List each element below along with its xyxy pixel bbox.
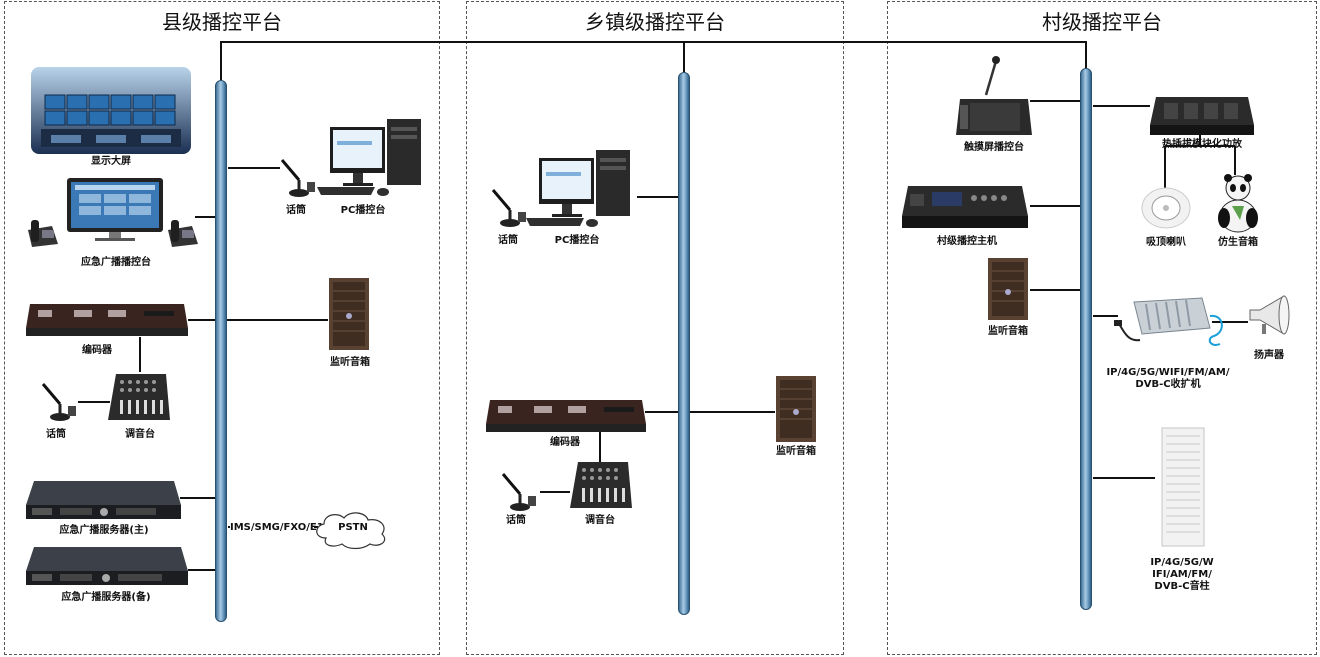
county-bus (215, 80, 227, 622)
server-backup-label: 应急广播服务器(备) (61, 592, 151, 603)
village-monitor-speaker-label: 监听音箱 (988, 326, 1028, 337)
town-mixer-icon (570, 462, 632, 508)
town-panel-title: 乡镇级播控平台 (585, 10, 725, 34)
county-mixer-label: 调音台 (125, 429, 155, 440)
amplifier-label: 热插拔模块化功放 (1162, 139, 1242, 150)
display-wall-image (31, 67, 191, 154)
phone-right-icon (168, 220, 198, 247)
village-monitor-speaker-icon (988, 258, 1028, 320)
receiver-icon (1114, 297, 1223, 346)
gateway-label: IMS/SMG/FXO/E1 (230, 521, 324, 534)
town-monitor-speaker-label: 监听音箱 (776, 446, 816, 457)
horn-speaker-icon (1249, 295, 1290, 335)
pstn-label: PSTN (338, 522, 368, 533)
village-bus (1080, 68, 1092, 610)
display-wall-label: 显示大屏 (91, 156, 131, 167)
county-mixer-icon (108, 374, 170, 420)
column-speaker-label-line1: IP/4G/5G/W (1150, 557, 1214, 568)
town-panel: 乡镇级播控平台 (466, 1, 844, 655)
town-mic2-icon (501, 473, 536, 511)
village-host-label: 村级播控主机 (937, 236, 997, 247)
county-monitor-speaker-icon (329, 278, 369, 350)
horn-speaker-label: 扬声器 (1254, 350, 1284, 361)
village-panel: 村级播控平台 (887, 1, 1317, 655)
town-pc-label: PC播控台 (554, 235, 600, 246)
column-speaker-label-line2: IFI/AM/FM/ (1152, 569, 1212, 580)
county-mic1-icon (280, 159, 315, 197)
county-pc-label: PC播控台 (340, 205, 386, 216)
amplifier-icon (1150, 97, 1254, 135)
county-panel: 县级播控平台 (4, 1, 440, 655)
town-bus (678, 72, 690, 615)
county-mic2-icon (41, 383, 76, 421)
pstn-cloud-icon (316, 512, 386, 550)
town-encoder-icon (486, 400, 646, 432)
receiver-label-line1: IP/4G/5G/WIFI/FM/AM/ (1106, 367, 1230, 378)
column-speaker-icon (1161, 427, 1205, 547)
ceiling-speaker-label: 吸顶喇叭 (1146, 237, 1186, 248)
column-speaker-label-line3: DVB-C音柱 (1154, 581, 1210, 592)
server-main-icon (26, 481, 181, 519)
town-monitor-speaker-icon (776, 376, 816, 442)
emergency-console-image (67, 178, 163, 241)
town-mixer-label: 调音台 (585, 515, 615, 526)
village-host-icon (902, 186, 1028, 228)
town-mic1-label: 话筒 (498, 235, 518, 246)
county-monitor-speaker-label: 监听音箱 (330, 357, 370, 368)
county-pc-icon (317, 119, 421, 196)
town-mic1-icon (491, 189, 526, 227)
village-panel-title: 村级播控平台 (1042, 10, 1162, 34)
town-mic2-label: 话筒 (506, 515, 526, 526)
county-panel-title: 县级播控平台 (162, 10, 282, 34)
emergency-console-label: 应急广播播控台 (81, 257, 151, 268)
county-encoder-icon (26, 304, 188, 336)
ceiling-speaker-icon (1141, 187, 1191, 229)
bionic-speaker-icon (1218, 174, 1258, 233)
server-main-label: 应急广播服务器(主) (59, 525, 149, 536)
receiver-label-line2: DVB-C收扩机 (1135, 379, 1201, 390)
touch-console-label: 触摸屏播控台 (964, 142, 1024, 153)
touch-console-icon (956, 56, 1032, 135)
phone-left-icon (28, 220, 58, 247)
town-encoder-label: 编码器 (550, 437, 580, 448)
county-mic2-label: 话筒 (46, 429, 66, 440)
town-pc-icon (526, 150, 630, 227)
county-encoder-label: 编码器 (82, 345, 112, 356)
bionic-speaker-label: 仿生音箱 (1218, 237, 1258, 248)
county-mic1-label: 话筒 (286, 205, 306, 216)
server-backup-icon (26, 547, 188, 585)
